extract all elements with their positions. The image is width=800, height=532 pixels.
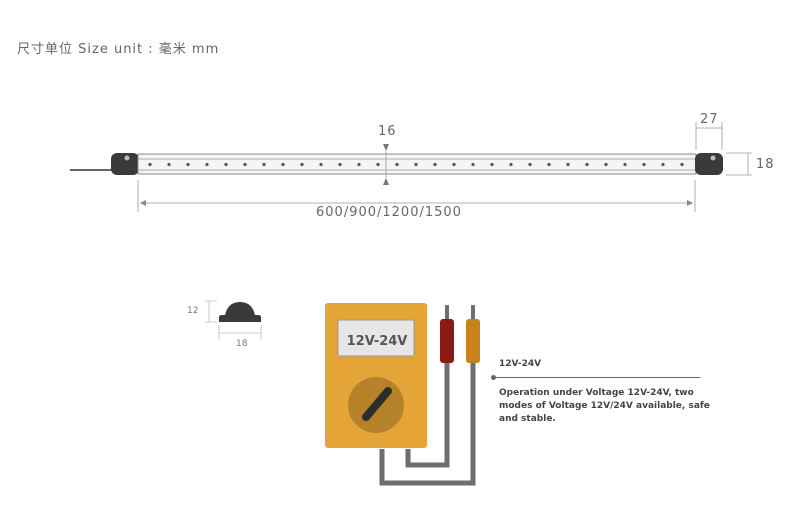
orange-probe <box>466 319 480 363</box>
led-dot <box>205 162 209 167</box>
red-probe <box>440 319 454 363</box>
wire-orange <box>379 355 476 486</box>
dim-center-height: 16 <box>378 124 397 139</box>
led-dot <box>186 162 190 167</box>
dim-length: 600/900/1200/1500 <box>316 205 462 220</box>
led-dot <box>547 162 551 167</box>
led-dot <box>585 162 589 167</box>
led-dot <box>452 162 456 167</box>
led-dot <box>680 162 684 167</box>
profile-shape <box>219 302 261 322</box>
spec-bullet <box>491 375 496 380</box>
left-end-cap <box>111 153 139 175</box>
led-dot <box>224 162 228 167</box>
led-dot <box>376 162 380 167</box>
multimeter-illustration <box>325 303 480 486</box>
led-dot <box>300 162 304 167</box>
meter-voltage-label: 12V-24V <box>346 333 408 349</box>
profile-dim-width: 18 <box>236 339 248 349</box>
led-dot <box>433 162 437 167</box>
led-dot <box>528 162 532 167</box>
dim-side-height: 18 <box>756 157 775 172</box>
led-dot <box>471 162 475 167</box>
led-dot <box>281 162 285 167</box>
led-dot <box>167 162 171 167</box>
dial-pointer <box>362 387 392 421</box>
right-end-cap <box>695 153 723 175</box>
led-dot <box>319 162 323 167</box>
profile-cross-section <box>205 300 262 339</box>
led-dot <box>490 162 494 167</box>
spec-divider <box>494 377 700 378</box>
dim-end-width: 27 <box>700 112 719 127</box>
led-strip-diagram <box>70 122 752 212</box>
led-dot <box>509 162 513 167</box>
spec-title: 12V-24V <box>499 359 542 369</box>
wire-red <box>405 355 450 468</box>
led-dot <box>604 162 608 167</box>
size-unit-header: 尺寸单位 Size unit : 毫米 mm <box>17 42 220 57</box>
led-dot <box>243 162 247 167</box>
meter-display <box>337 319 415 357</box>
led-dot <box>262 162 266 167</box>
led-dot <box>566 162 570 167</box>
led-dot <box>414 162 418 167</box>
led-dot <box>357 162 361 167</box>
led-dots <box>148 162 684 167</box>
led-dot <box>148 162 152 167</box>
led-dot <box>623 162 627 167</box>
profile-dim-height: 12 <box>187 306 199 316</box>
led-dot <box>642 162 646 167</box>
led-dot <box>661 162 665 167</box>
led-dot <box>395 162 399 167</box>
spec-description: Operation under Voltage 12V-24V, two mod… <box>499 388 710 424</box>
led-dot <box>338 162 342 167</box>
